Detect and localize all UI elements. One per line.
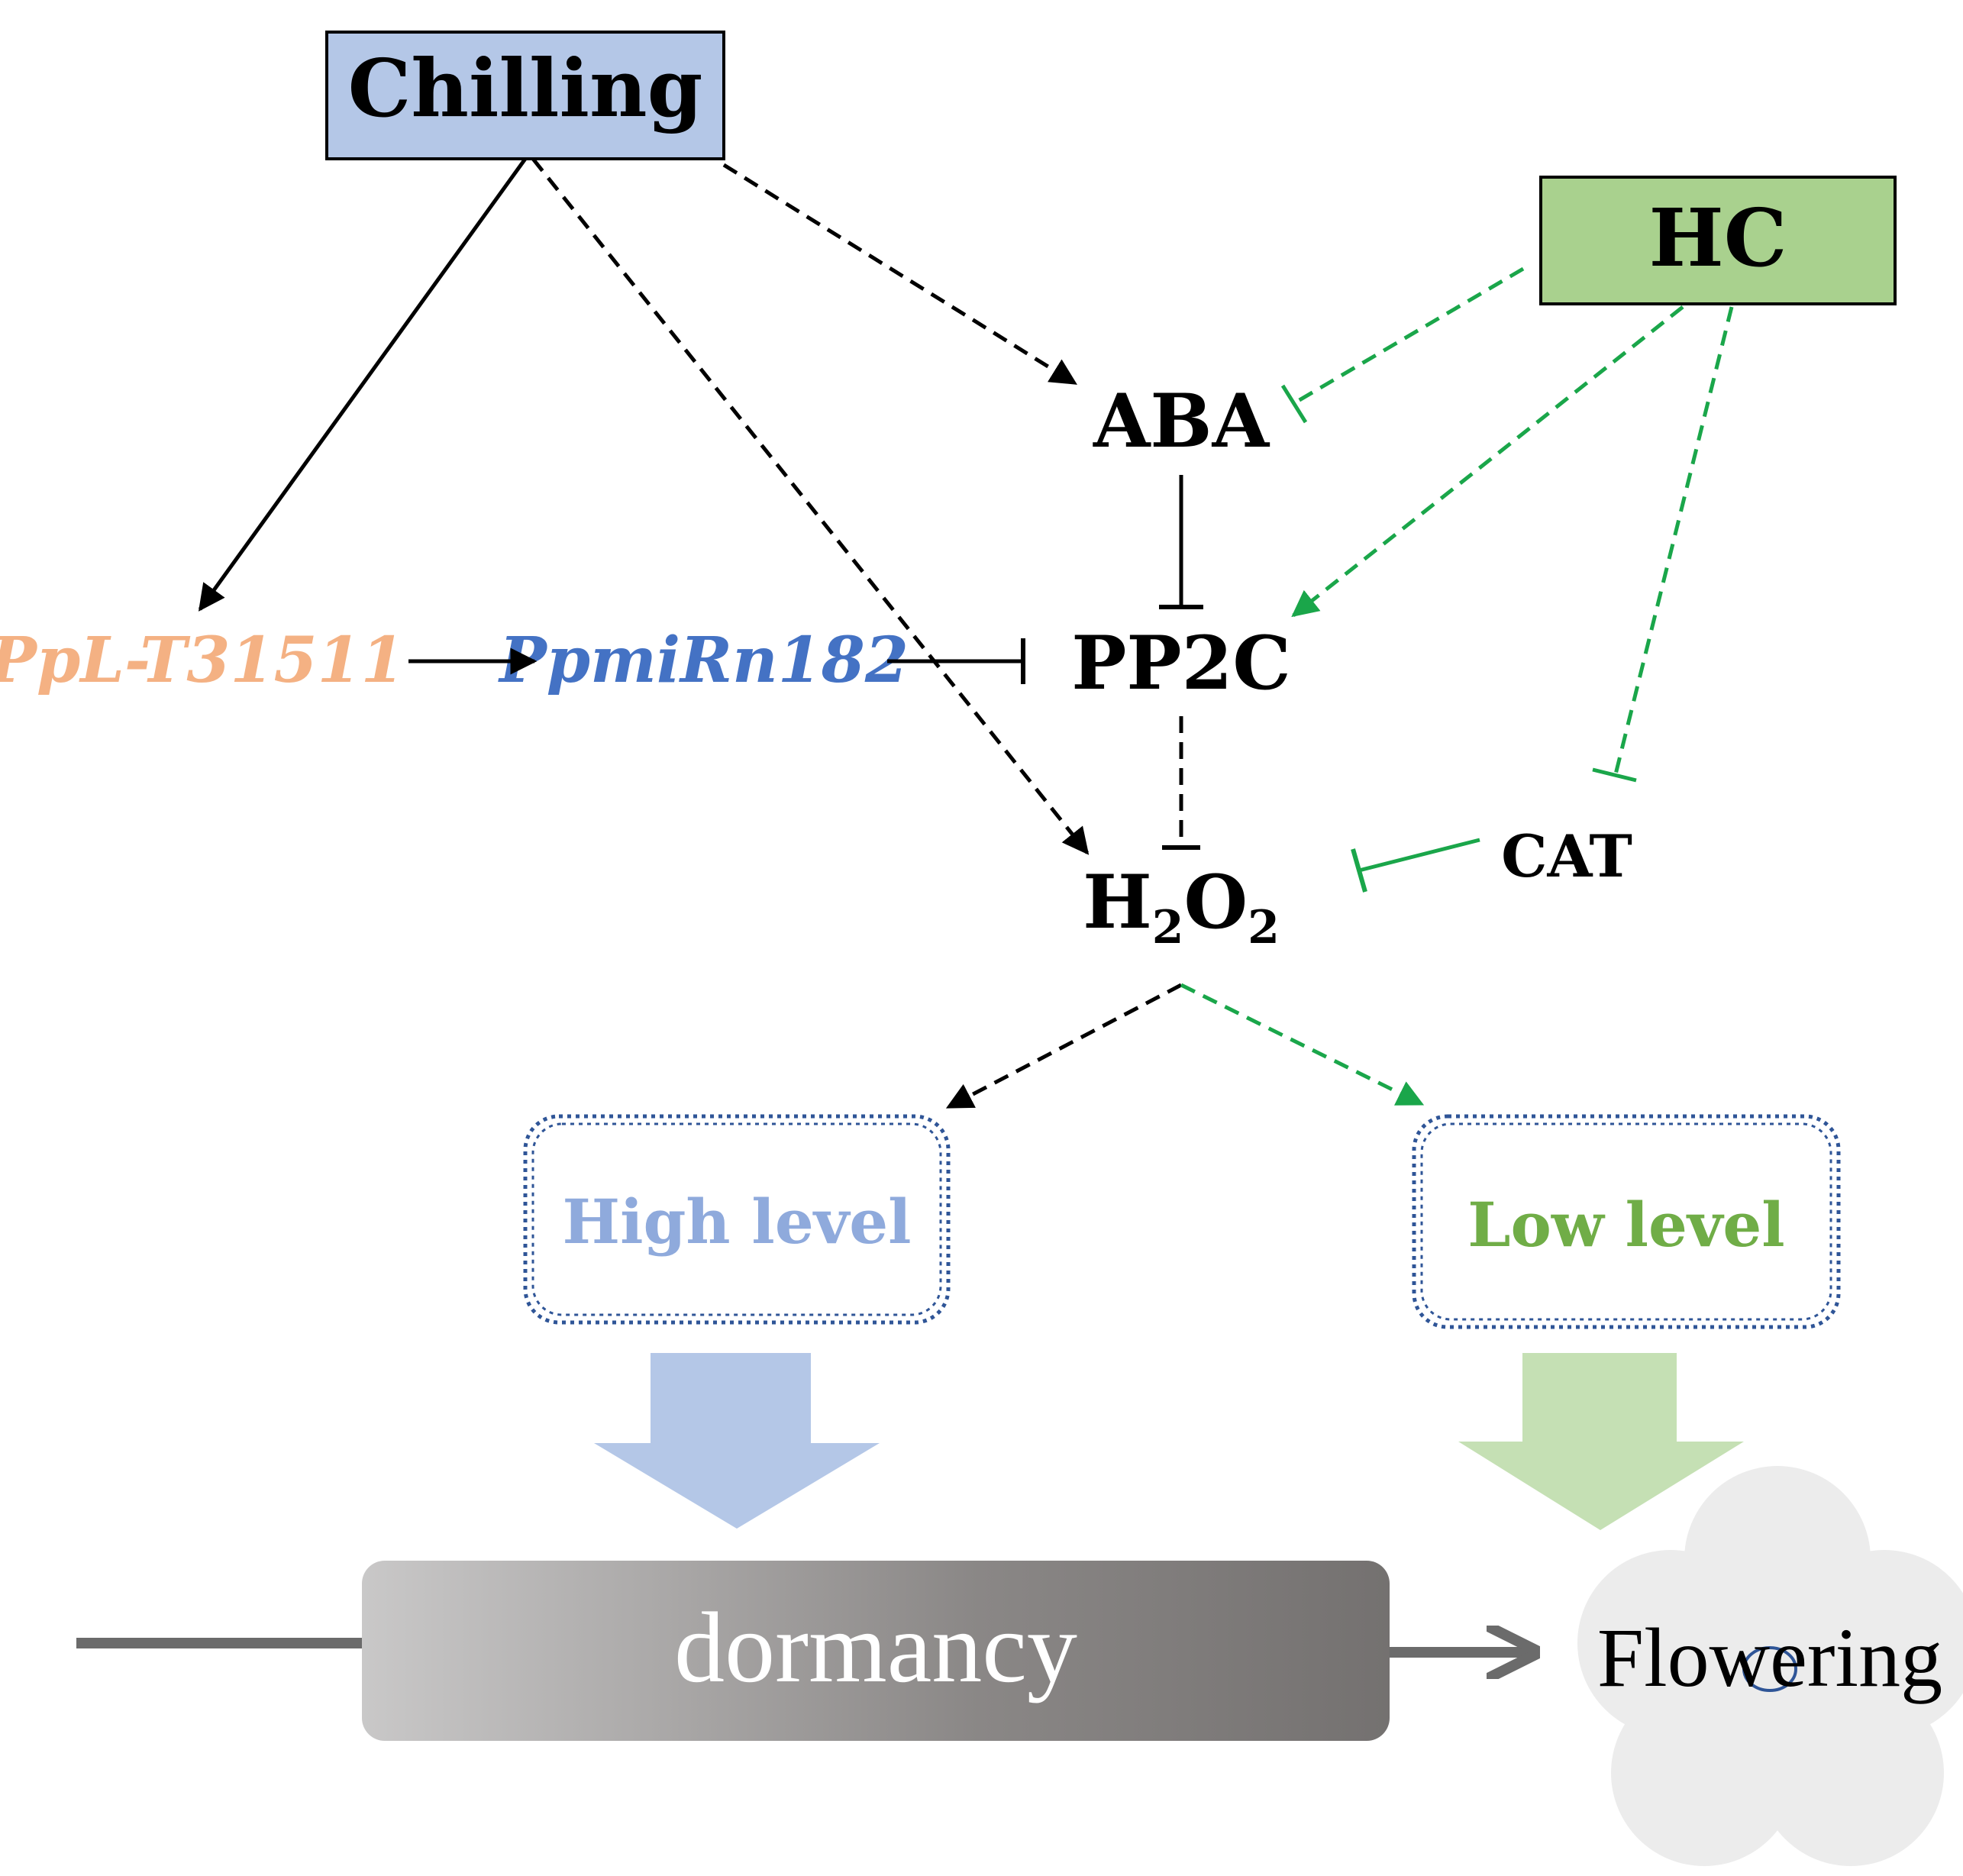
h2o2-to-low-level-arrow [1180, 983, 1425, 1106]
flowering-label: Flowering [1597, 1611, 1942, 1704]
cat-inhibit-bar [1351, 848, 1367, 893]
h2o2-to-high-level-arrow [945, 983, 1183, 1109]
flower-shape [1577, 1466, 1963, 1866]
hc-cat-inhibit-bar [1592, 767, 1637, 783]
pp2c-label: PP2C [1071, 620, 1291, 706]
low-level-label: Low level [1467, 1189, 1784, 1261]
h2o2-label: H2O2 [1083, 859, 1280, 954]
high-level-box [523, 1114, 951, 1325]
aba-label: ABA [1093, 378, 1270, 464]
hc-label: HC [1648, 191, 1787, 285]
dormancy-label: dormancy [674, 1591, 1077, 1703]
high-level-down-arrow [594, 1353, 880, 1529]
cat-inhibits-h2o2 [1358, 838, 1480, 873]
chilling-to-lncrna-arrow [198, 157, 528, 612]
chilling-to-aba-arrow [722, 163, 1077, 386]
hc-inhibits-cat [1613, 306, 1734, 775]
chilling-to-h2o2-arrow [531, 157, 1090, 855]
low-level-down-arrow [1458, 1353, 1744, 1530]
hc-inhibits-aba [1293, 266, 1525, 405]
high-level-label: High level [563, 1186, 912, 1258]
hc-aba-inhibit-bar [1280, 384, 1308, 424]
lncrna-label: PpL-T31511 [0, 624, 405, 697]
chilling-label: Chilling [348, 41, 703, 135]
hc-to-pp2c-arrow [1291, 305, 1684, 618]
hc-box [1539, 176, 1897, 305]
high-level-box-inner [531, 1122, 942, 1316]
chilling-box [325, 31, 725, 160]
mirna-label: PpmiRn182 [498, 624, 909, 697]
cat-label: CAT [1501, 822, 1632, 890]
dormancy-bar [362, 1561, 1390, 1741]
low-level-box-inner [1420, 1122, 1832, 1321]
low-level-box [1412, 1114, 1841, 1329]
flower-center-ring [1742, 1646, 1797, 1692]
